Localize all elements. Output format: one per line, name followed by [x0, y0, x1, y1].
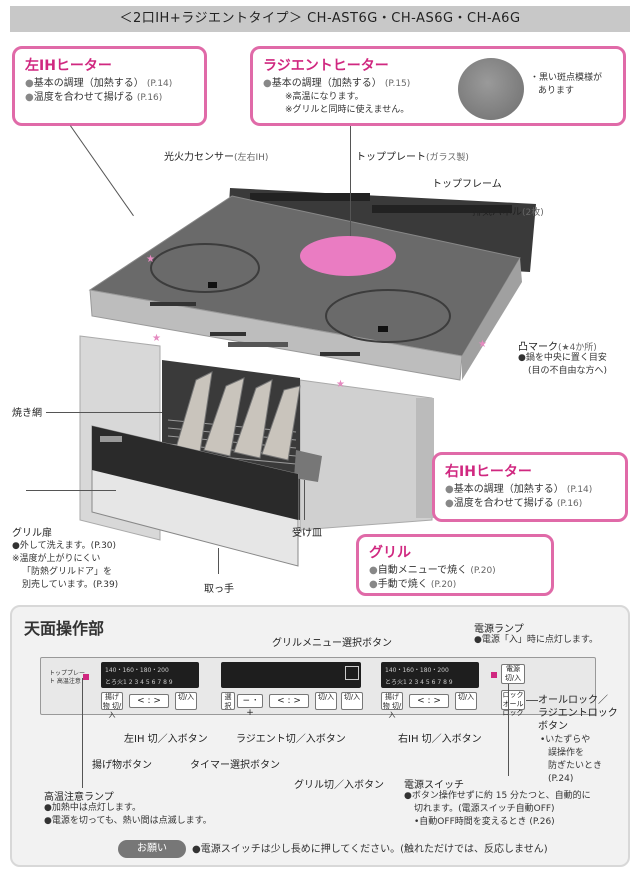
fry-button-left[interactable]: 揚げ物 切/入 — [101, 692, 123, 719]
bump-mark-notes: ●鍋を中央に置く目安 (目の不自由な方へ) — [518, 353, 608, 376]
leader-handle — [218, 548, 219, 574]
leader-radiant — [350, 126, 351, 236]
svg-text:★: ★ — [478, 339, 487, 350]
label-grill-net: 焼き網 — [12, 408, 42, 419]
radiant-item-1: ●基本の調理（加熱する） (P.15) — [263, 78, 411, 89]
svg-text:★: ★ — [336, 379, 345, 390]
label-fry-btn: 揚げ物ボタン — [92, 760, 152, 771]
right-ih-item-2: ●温度を合わせて揚げる (P.16) — [445, 498, 583, 509]
left-display: 140・160・180・200 とろ火1 2 3 4 5 6 7 8 9 — [101, 662, 199, 688]
grill-onoff-button[interactable]: 切/入 — [341, 692, 363, 710]
leader-all-lock — [526, 700, 538, 701]
label-timer-btn: タイマー選択ボタン — [190, 760, 280, 771]
left-ih-title: 左IHヒーター — [25, 58, 112, 74]
notice-badge: お願い — [118, 840, 186, 858]
grill-title: グリル — [369, 545, 411, 561]
leader-power-switch — [508, 684, 509, 776]
radiant-glass-sample — [458, 58, 524, 120]
timer-adjust-buttons[interactable]: − ･ + — [237, 694, 263, 718]
label-left-ih-btn: 左IH 切／入ボタン — [124, 734, 208, 745]
center-display — [221, 662, 361, 688]
label-grill-btn: グリル切／入ボタン — [294, 780, 384, 791]
hot-lamp-tag: トッププレート 高温注意 — [49, 670, 86, 685]
label-right-ih-btn: 右IH 切／入ボタン — [398, 734, 482, 745]
label-grill-door: グリル扉 — [12, 528, 52, 539]
power-lamp-indicator — [491, 672, 497, 678]
label-exhaust: 排気パネル(2枚) — [472, 207, 544, 218]
svg-text:★: ★ — [146, 254, 155, 265]
radiant-note-1: ※高温になります。 — [285, 92, 364, 102]
label-handle: 取っ手 — [204, 584, 234, 595]
right-display: 140・160・180・200 とろ火1 2 3 4 5 6 7 8 9 — [381, 662, 479, 688]
left-ih-item-2: ●温度を合わせて揚げる (P.16) — [25, 92, 163, 103]
radiant-callout: ラジエントヒーター ●基本の調理（加熱する） (P.15) ※高温になります。 … — [250, 46, 626, 126]
label-tray: 受け皿 — [292, 528, 322, 539]
left-ih-callout: 左IHヒーター ●基本の調理（加熱する） (P.14) ●温度を合わせて揚げる … — [12, 46, 207, 126]
left-ih-onoff-button[interactable]: 切/入 — [175, 692, 197, 710]
power-lamp-note: ●電源「入」時に点灯します。 — [474, 635, 598, 645]
radiant-dial-buttons[interactable]: < : > — [269, 694, 309, 708]
leader-tray — [304, 480, 305, 520]
all-lock-notes: •いたずらや 誤操作を 防ぎたいとき (P.24) — [540, 735, 603, 784]
power-switch-notes: ●ボタン操作せずに約 15 分たつと、自動的に 切れます。(電源スイッチ自動OF… — [404, 791, 591, 827]
leader-hot-lamp — [82, 678, 83, 788]
power-switch-button[interactable]: 電源 切/入 — [501, 664, 525, 684]
label-all-lock: オールロック／ ラジエントロック ボタン — [538, 695, 618, 732]
right-ih-title: 右IHヒーター — [445, 464, 532, 480]
label-top-plate: トッププレート(ガラス製) — [356, 152, 469, 163]
label-power-lamp: 電源ランプ — [474, 624, 524, 635]
hot-lamp-notes: ●加熱中は点灯します。 ●電源を切っても、熱い間は点滅します。 — [44, 803, 212, 826]
control-panel-section — [10, 605, 630, 867]
all-lock-button[interactable]: ロック オールロック — [501, 690, 525, 717]
label-hot-lamp: 高温注意ランプ — [44, 792, 114, 803]
radiant-pattern-note: ・黒い斑点模様が あります — [530, 73, 603, 96]
grill-item-1: ●自動メニューで焼く (P.20) — [369, 565, 496, 576]
label-bump-mark: 凸マーク(★4か所) — [518, 342, 597, 353]
page-header: ＜2口IH+ラジエントタイプ＞ CH-AST6G・CH-AS6G・CH-A6G — [10, 6, 630, 32]
control-strip: トッププレート 高温注意 140・160・180・200 とろ火1 2 3 4 … — [40, 657, 596, 719]
left-ih-item-1: ●基本の調理（加熱する） (P.14) — [25, 78, 173, 89]
leader-grill-door — [26, 490, 116, 491]
control-panel-title: 天面操作部 — [24, 619, 105, 638]
right-ih-callout: 右IHヒーター ●基本の調理（加熱する） (P.14) ●温度を合わせて揚げる … — [432, 452, 628, 522]
label-grill-menu-btn: グリルメニュー選択ボタン — [272, 638, 392, 649]
timer-select-button[interactable]: 選択 — [221, 692, 235, 710]
radiant-onoff-button[interactable]: 切/入 — [315, 692, 337, 710]
right-ih-item-1: ●基本の調理（加熱する） (P.14) — [445, 484, 593, 495]
grill-menu-button[interactable] — [345, 666, 359, 680]
label-sensor: 光火力センサー(左右IH) — [164, 152, 269, 163]
grill-item-2: ●手動で焼く (P.20) — [369, 579, 457, 590]
label-power-switch: 電源スイッチ — [404, 780, 464, 791]
right-dial-buttons[interactable]: < : > — [409, 694, 449, 708]
grill-door-notes: ●外して洗えます。(P.30) ※温度が上がりにくい 「防熱グリルドア」を 別売… — [12, 541, 119, 590]
label-top-frame: トップフレーム — [432, 179, 502, 190]
right-ih-onoff-button[interactable]: 切/入 — [455, 692, 477, 710]
leader-grill-net — [46, 412, 162, 413]
cooktop-illustration: ★ ★ ★ ★ — [79, 188, 536, 567]
notice-text: ●電源スイッチは少し長めに押してください。(触れただけでは、反応しません) — [192, 844, 548, 855]
radiant-title: ラジエントヒーター — [263, 58, 389, 74]
svg-text:★: ★ — [152, 333, 161, 344]
grill-callout: グリル ●自動メニューで焼く (P.20) ●手動で焼く (P.20) — [356, 534, 554, 596]
radiant-note-2: ※グリルと同時に使えません。 — [285, 105, 410, 115]
fry-button-right[interactable]: 揚げ物 切/入 — [381, 692, 403, 719]
label-radiant-btn: ラジエント切／入ボタン — [236, 734, 346, 745]
hot-lamp-indicator — [83, 674, 89, 680]
left-dial-buttons[interactable]: < : > — [129, 694, 169, 708]
